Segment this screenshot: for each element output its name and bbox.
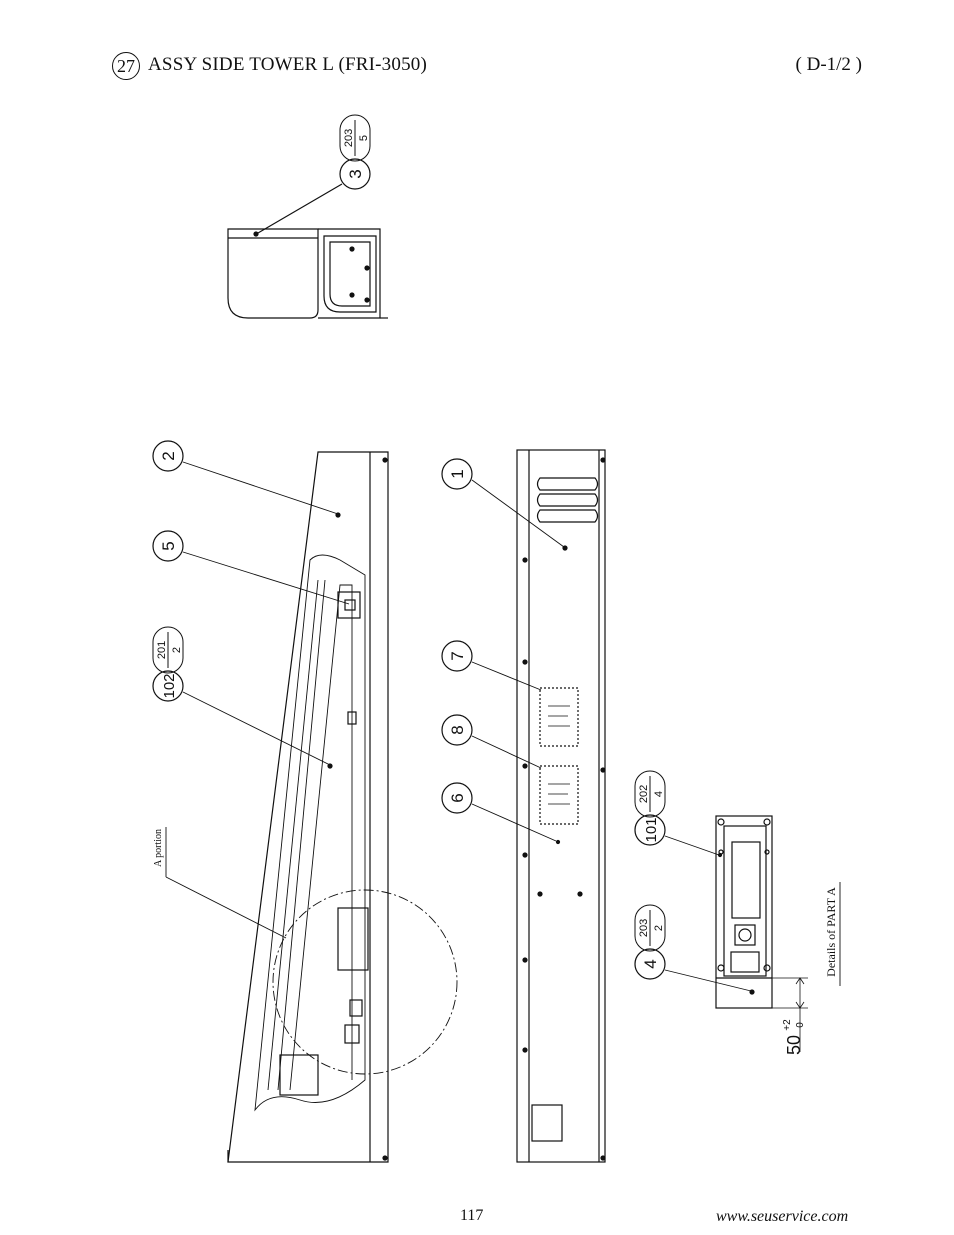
- fraction-203-2-numerator: 203: [638, 919, 650, 937]
- callout-circles: [152, 158, 666, 980]
- dimension-value: 50: [784, 1035, 804, 1055]
- fraction-203-5-denominator: 5: [358, 135, 370, 141]
- fraction-bubbles: [152, 114, 666, 952]
- fraction-201-2-numerator: 201: [156, 641, 168, 659]
- sheet-number: ( D-1/2 ): [795, 54, 862, 75]
- callout-8: 8: [448, 725, 467, 734]
- dimension-tolerance-upper: +2: [782, 1019, 793, 1031]
- fraction-202-4-denominator: 4: [653, 791, 665, 797]
- callout-4-circle: [634, 948, 666, 980]
- callout-8-circle: [441, 714, 473, 746]
- callout-2: 2: [159, 451, 178, 460]
- part-a-detail-drawing: [715, 815, 808, 1052]
- dimension-tolerance-lower: 0: [795, 1022, 806, 1028]
- callout-6: 6: [448, 793, 467, 802]
- leader-lines: [165, 461, 841, 992]
- callout-3: 3: [346, 169, 365, 178]
- callout-2-circle: [152, 440, 184, 472]
- callout-7-circle: [441, 640, 473, 672]
- tower-panel-drawing: [516, 449, 606, 1163]
- callout-7: 7: [448, 651, 467, 660]
- details-part-a-label: Details of PART A: [824, 887, 838, 977]
- callout-102-circle: [152, 670, 184, 702]
- fraction-202-4-numerator: 202: [638, 785, 650, 803]
- fraction-203-5-numerator: 203: [343, 129, 355, 147]
- tower-left-drawing: [227, 451, 458, 1163]
- fraction-203-2-denominator: 2: [653, 925, 665, 931]
- website-link[interactable]: www.seuservice.com: [716, 1208, 849, 1225]
- callout-4: 4: [641, 959, 660, 968]
- callout-5: 5: [159, 541, 178, 550]
- callout-5-circle: [152, 530, 184, 562]
- page-header: 27 ASSY SIDE TOWER L (FRI-3050) ( D-1/2 …: [112, 52, 872, 82]
- callout-101: 101: [643, 817, 660, 842]
- callout-101-circle: [634, 814, 666, 846]
- callout-102: 102: [161, 673, 178, 698]
- end-view-drawing: [227, 183, 388, 319]
- section-number-badge: 27: [112, 52, 140, 80]
- callout-1-circle: [441, 458, 473, 490]
- callout-6-circle: [441, 782, 473, 814]
- callout-3-circle: [339, 158, 371, 190]
- callout-1: 1: [448, 469, 467, 478]
- fraction-201-2-denominator: 2: [171, 647, 183, 653]
- a-portion-label: A portion: [153, 829, 164, 867]
- page-title: ASSY SIDE TOWER L (FRI-3050): [148, 54, 427, 75]
- page-number: 117: [460, 1207, 484, 1224]
